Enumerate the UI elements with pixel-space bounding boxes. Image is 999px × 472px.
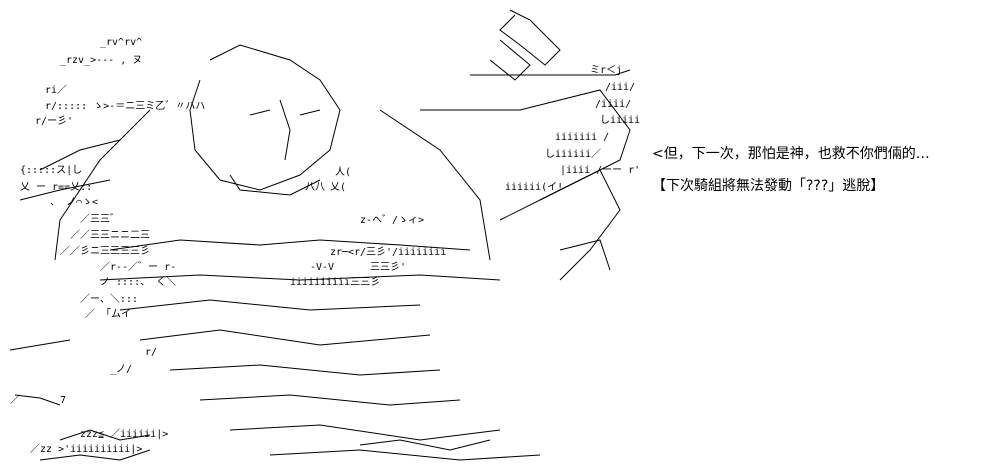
svg-text:iiiiiii /: iiiiiii / [555, 132, 609, 143]
svg-text:r/: r/ [145, 347, 157, 358]
svg-text:_ノ/: _ノ/ [110, 364, 132, 375]
svg-text:iiiiiiiiii三三彡: iiiiiiiiii三三彡 [290, 277, 380, 288]
svg-text:／r--／゛ー r-: ／r--／゛ー r- [100, 261, 176, 273]
svg-text:人(: 人( [335, 166, 351, 178]
svg-text:/iiii/: /iiii/ [595, 99, 631, 110]
svg-text:／ 「ムイ: ／ 「ムイ [85, 308, 131, 320]
svg-text:-V-V: -V-V [310, 262, 334, 273]
svg-text:八八: 八八 [305, 182, 325, 193]
svg-text:／／彡ニ三三三三彡: ／／彡ニ三三三三彡 [60, 245, 150, 257]
ascii-art-figure: _rv^rv^ _rzv_>--- , ヌ ri／ r/::::: ゝ>-＝ニ三… [9, 9, 640, 461]
svg-text:_rzv_>--- , ヌ: _rzv_>--- , ヌ [60, 55, 142, 66]
svg-text:ノ ::::、 く＼: ノ ::::、 く＼ [100, 276, 176, 288]
svg-text:iiiiii(イ!: iiiiii(イ! [505, 182, 563, 193]
svg-text:ミr＜j: ミr＜j [590, 65, 622, 76]
svg-text:r/::::: ゝ>-＝ニ三ミ乙゛〃ハハ: r/::::: ゝ>-＝ニ三ミ乙゛〃ハハ [45, 100, 205, 112]
svg-text:三三彡': 三三彡' [370, 262, 406, 273]
svg-text:／ー、＼:::: ／ー、＼::: [80, 293, 138, 305]
svg-text:／: ／ [10, 394, 20, 406]
svg-text:乂 ー r==乂::: 乂 ー r==乂:: [20, 182, 92, 193]
svg-text:{:::::ス|し: {:::::ス|し [20, 164, 82, 176]
svg-text:zzz≦ ／iiiiii|>: zzz≦ ／iiiiii|> [80, 428, 168, 440]
svg-text:乂(: 乂( [330, 182, 346, 193]
svg-text:/三彡'/iiiiiiii: /三彡'/iiiiiiii [360, 247, 446, 258]
svg-text:zr─<r: zr─<r [330, 247, 360, 258]
svg-text:ri／: ri／ [45, 84, 67, 96]
svg-text:／三三゛: ／三三゛ [80, 213, 120, 225]
dialogue-line: <但，下一次，那怕是神，也救不你們倆的… [652, 146, 930, 162]
svg-text:/iii/: /iii/ [605, 82, 635, 93]
svg-text:z-ヘ゛/ゝィ>: z-ヘ゛/ゝィ> [360, 214, 424, 226]
svg-text:／zz >'iiiiiiiiii|>: ／zz >'iiiiiiiiii|> [30, 443, 142, 455]
svg-text:|iiii /ーー r': |iiii /ーー r' [560, 165, 640, 176]
caption-line: 【下次騎組將無法發動「???」逃脫】 [652, 178, 885, 194]
svg-text:／／三三ニニ二三: ／／三三ニニ二三 [70, 229, 150, 241]
svg-text:しiiiii/: しiiiii/ [600, 114, 640, 126]
svg-text:7: 7 [60, 395, 66, 406]
svg-text:_rv^rv^: _rv^rv^ [100, 37, 142, 48]
svg-text:、 ノ⌒ゝ<: 、 ノ⌒ゝ< [50, 197, 98, 208]
svg-text:r/ー彡': r/ー彡' [35, 116, 73, 127]
svg-text:しiiiiii／: しiiiiii／ [545, 148, 601, 160]
